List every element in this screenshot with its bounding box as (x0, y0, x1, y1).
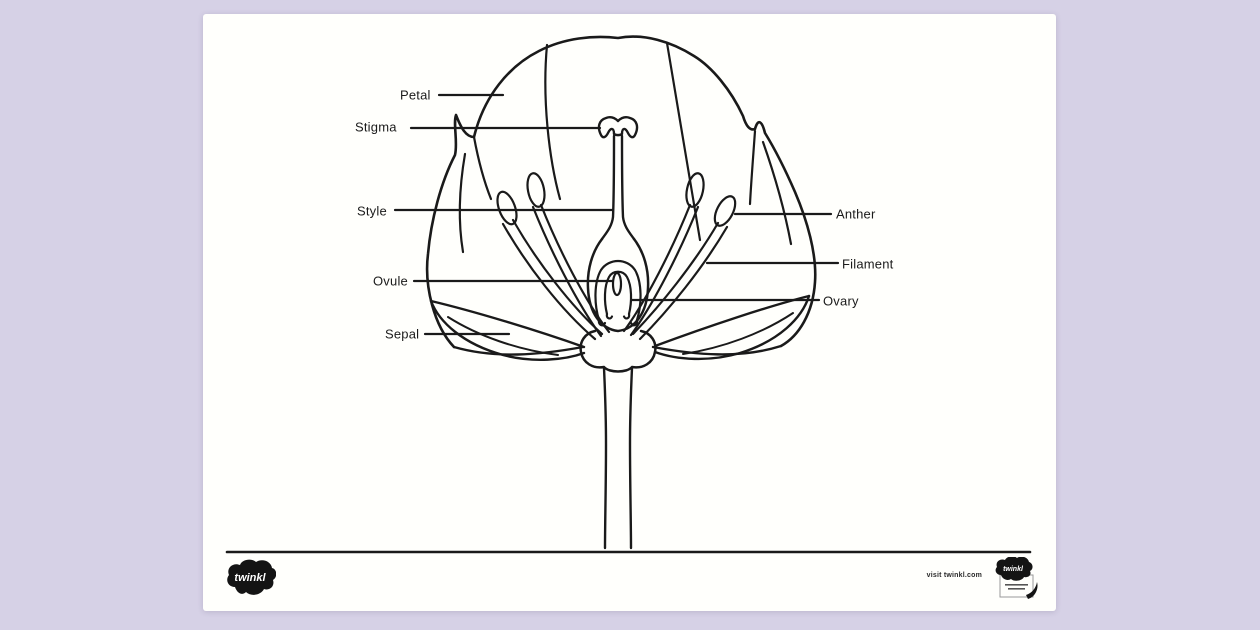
label-stigma: Stigma (355, 119, 397, 135)
twinkl-logo-text: twinkl (234, 572, 266, 584)
petal-outline (425, 35, 817, 356)
stamen-right-inner (622, 172, 705, 337)
stamen-left-outer (496, 190, 604, 341)
label-style: Style (357, 203, 387, 219)
flower-diagram (225, 35, 1032, 554)
stem (602, 366, 634, 550)
label-petal: Petal (400, 87, 431, 103)
badge-cloud-icon (995, 557, 1033, 581)
stigma-shape (597, 116, 639, 139)
label-ovary: Ovary (823, 293, 859, 309)
sepal-left (429, 299, 586, 361)
stamens (496, 172, 737, 341)
badge-swoosh (1026, 582, 1038, 599)
sepal-right (653, 294, 811, 361)
petal-inner-lines (458, 41, 793, 254)
twinkl-quality-badge: twinkl (995, 557, 1038, 599)
worksheet-page: Petal Stigma Style Ovule Sepal Anther Fi… (203, 14, 1056, 611)
receptacle (579, 329, 657, 373)
leader-lines (393, 93, 840, 336)
label-ovule: Ovule (373, 273, 408, 289)
label-filament: Filament (842, 256, 894, 272)
style-shape (600, 134, 636, 241)
pistil (586, 116, 650, 333)
stamen-left-inner (526, 172, 611, 338)
twinkl-logo: twinkl (227, 559, 276, 595)
label-anther: Anther (836, 206, 876, 222)
badge-logo-text: twinkl (1003, 566, 1024, 573)
visit-twinkl-text: visit twinkl.com (926, 572, 982, 579)
label-sepal: Sepal (385, 326, 420, 342)
stamen-right-outer (631, 195, 737, 341)
ovary-shape (586, 237, 650, 333)
ovule-shape (594, 259, 642, 327)
